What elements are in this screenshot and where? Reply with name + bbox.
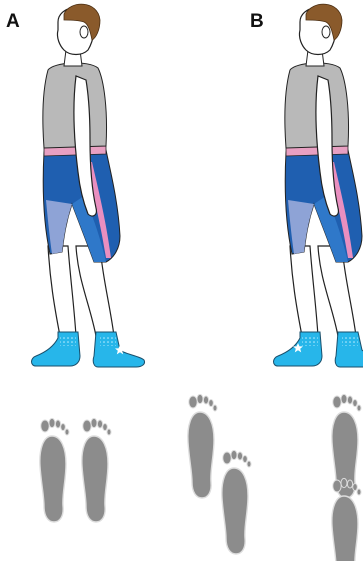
walker-figure-a — [32, 4, 145, 367]
panel-label-a: A — [6, 12, 20, 31]
panel-label-b: B — [250, 12, 264, 31]
footprint-icon — [222, 450, 251, 554]
footprint-icon — [40, 418, 69, 522]
walker-figure-b — [274, 4, 363, 367]
footprint-icon — [82, 418, 111, 522]
footprint-icon — [188, 394, 217, 498]
